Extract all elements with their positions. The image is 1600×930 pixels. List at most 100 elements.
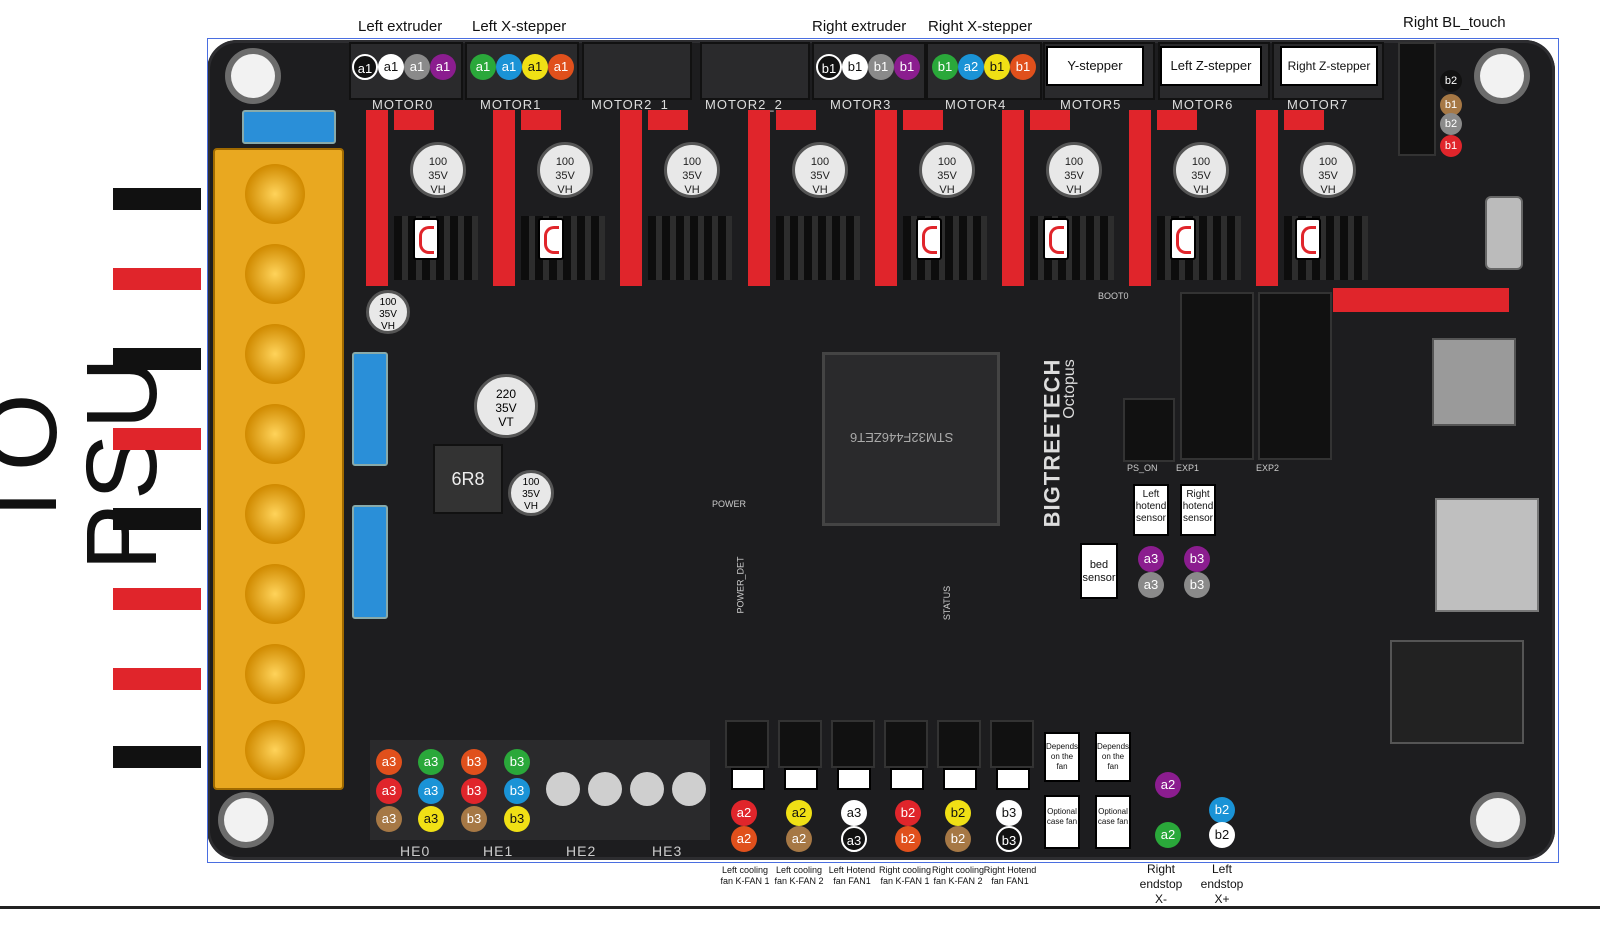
right-hotend-sensor-box: Right hotend sensor	[1180, 484, 1216, 536]
jumper-marker	[413, 218, 439, 260]
pin-b1: b1	[894, 54, 920, 80]
pin-b3: b3	[504, 806, 530, 832]
pin-a1: a1	[548, 54, 574, 80]
pin-a3: a3	[1138, 572, 1164, 598]
power-det-label: POWER_DET	[735, 556, 746, 614]
fuse	[352, 352, 388, 466]
label-right-x-stepper: Right X-stepper	[928, 18, 1033, 35]
fan-jumper-marker	[837, 768, 871, 790]
pin-b2: b2	[1440, 113, 1462, 135]
label-left-extruder: Left extruder	[358, 18, 443, 35]
pin-b3: b3	[461, 778, 487, 804]
pin-b3: b3	[504, 749, 530, 775]
terminal-screw	[245, 244, 305, 304]
ps-on-label: PS_ON	[1127, 463, 1158, 473]
he-label: HE0	[400, 843, 431, 859]
optional-case-fan-box: Optional case fan	[1044, 795, 1080, 849]
ps-on-connector	[1123, 398, 1175, 462]
exp2-connector	[1258, 292, 1332, 460]
fan-connector	[884, 720, 928, 768]
pin-a3: a3	[376, 778, 402, 804]
psu-wire-bar	[113, 348, 201, 370]
left-z-stepper-box: Left Z-stepper	[1160, 46, 1262, 86]
pin-a3: a3	[418, 749, 444, 775]
inductor: 6R8	[433, 444, 503, 514]
pin-a1: a1	[404, 54, 430, 80]
psu-wire-bar	[113, 508, 201, 530]
motor2-2-header	[700, 42, 810, 100]
pin-b2: b2	[895, 826, 921, 852]
pin-a3: a3	[376, 749, 402, 775]
pin-b1: b1	[932, 54, 958, 80]
usb-c-port	[1485, 196, 1523, 270]
mounting-hole	[1480, 54, 1524, 98]
pin-b1: b1	[842, 54, 868, 80]
boot-label: BOOT0	[1098, 291, 1129, 301]
fan-label: Right cooling fan K-FAN 1	[878, 865, 932, 886]
motor-label: MOTOR2_2	[705, 97, 783, 112]
motor-label: MOTOR2_1	[591, 97, 669, 112]
terminal-screw	[245, 720, 305, 780]
fan-label: Left Hotend fan FAN1	[828, 865, 876, 886]
pin-a2: a2	[1155, 822, 1181, 848]
optional-label: Optional case fan	[1097, 807, 1129, 826]
pin-a1: a1	[470, 54, 496, 80]
pin-b2: b2	[945, 826, 971, 852]
pin-a3: a3	[841, 826, 867, 852]
he-label: HE2	[566, 843, 597, 859]
pin-b1: b1	[1440, 135, 1462, 157]
y-stepper-box: Y-stepper	[1046, 46, 1144, 86]
fan-connector	[937, 720, 981, 768]
pin-b2: b2	[1209, 822, 1235, 848]
status-label: STATUS	[942, 585, 953, 621]
motor2-1-header	[582, 42, 692, 100]
bltouch-header	[1398, 42, 1436, 156]
pin-a2: a2	[1155, 772, 1181, 798]
pin-b3: b3	[1184, 546, 1210, 572]
he-screw	[588, 772, 622, 806]
bed-sensor-box: bed sensor	[1080, 543, 1118, 599]
pin-a1: a1	[352, 54, 378, 80]
motor-label: MOTOR1	[480, 97, 542, 112]
red-pin-header	[1333, 288, 1509, 312]
pin-b1: b1	[816, 54, 842, 80]
jumper-marker	[538, 218, 564, 260]
fuse	[242, 110, 336, 144]
psu-wire-bar	[113, 668, 201, 690]
he-label: HE3	[652, 843, 683, 859]
left-hotend-sensor-box: Left hotend sensor	[1133, 484, 1169, 536]
motor-label: MOTOR5	[1060, 97, 1122, 112]
he-screw	[546, 772, 580, 806]
pin-a2: a2	[731, 826, 757, 852]
pin-a1: a1	[430, 54, 456, 80]
fan-label: Right cooling fan K-FAN 2	[931, 865, 985, 886]
label-left-x-stepper: Left X-stepper	[472, 18, 567, 35]
pin-b3: b3	[996, 826, 1022, 852]
pin-b2: b2	[945, 800, 971, 826]
motor-label: MOTOR4	[945, 97, 1007, 112]
pin-b2: b2	[1209, 797, 1235, 823]
usb-a-port	[1435, 498, 1539, 612]
power-terminal-block	[213, 148, 344, 790]
pin-a2: a2	[786, 800, 812, 826]
terminal-screw	[245, 164, 305, 224]
motor-label: MOTOR3	[830, 97, 892, 112]
fan-label: Left cooling fan K-FAN 1	[720, 865, 770, 886]
to-psu-label: TO PSU	[0, 353, 178, 571]
pin-a2: a2	[786, 826, 812, 852]
he-label: HE1	[483, 843, 514, 859]
psu-wire-bar	[113, 746, 201, 768]
label-right-extruder: Right extruder	[812, 18, 907, 35]
right-endstop-label: Right endstop X-	[1139, 862, 1183, 906]
power-label: POWER	[712, 499, 747, 509]
fan-connector	[725, 720, 769, 768]
fan-connector	[990, 720, 1034, 768]
left-endstop-label: Left endstop X+	[1200, 862, 1244, 906]
terminal-screw	[245, 404, 305, 464]
psu-wire-bar	[113, 588, 201, 610]
